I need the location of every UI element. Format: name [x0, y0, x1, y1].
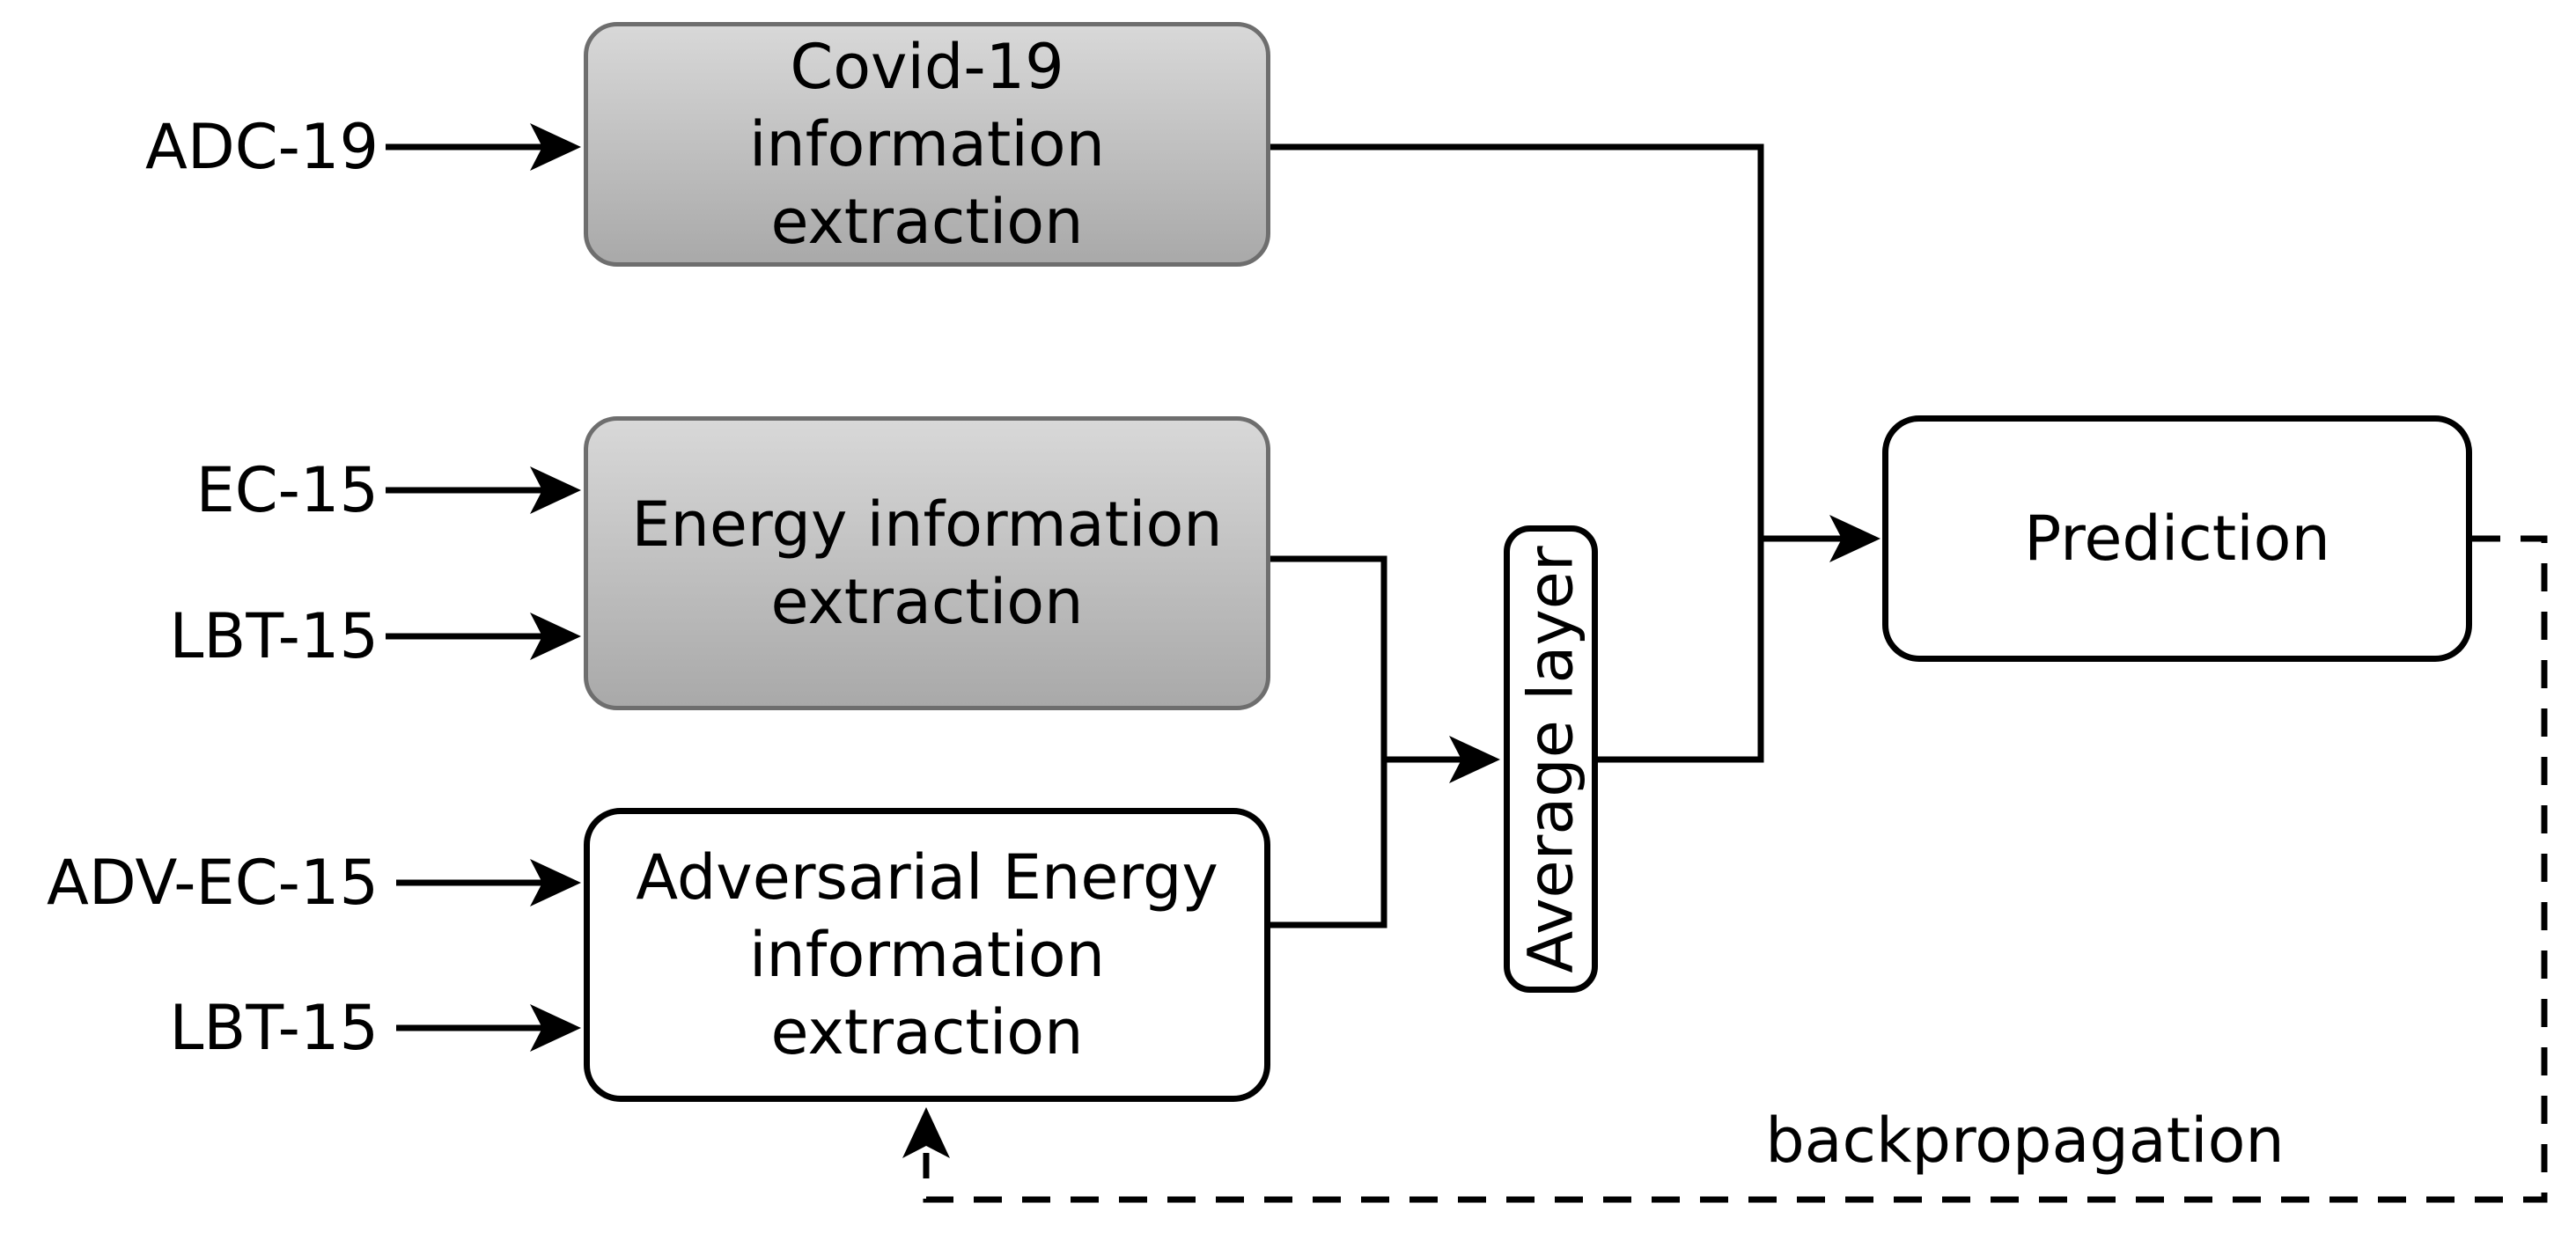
energy-adversarial-merge-line [1270, 555, 1387, 928]
backprop-arrowhead-icon [902, 1107, 950, 1158]
lbt15-top-arrowhead-icon [530, 613, 581, 660]
input-label-lbt15-top: LBT-15 [169, 600, 379, 672]
node-average-layer-label: Average layer [1514, 545, 1587, 973]
node-energy-extraction: Energy information extraction [584, 416, 1270, 710]
node-prediction-label: Prediction [2024, 503, 2330, 575]
node-adversarial-line3: extraction [770, 996, 1084, 1068]
lbt15-bottom-arrowhead-icon [530, 1004, 581, 1052]
covid-to-trunk-line [1270, 143, 1764, 763]
input-label-adc19: ADC-19 [145, 111, 379, 183]
backpropagation-label: backpropagation [1765, 1105, 2285, 1177]
advec15-arrowhead-icon [530, 859, 581, 906]
node-covid-line1: Covid-19 [790, 31, 1064, 103]
input-label-lbt15-bottom: LBT-15 [169, 992, 379, 1064]
node-adversarial-line1: Adversarial Energy [636, 841, 1218, 914]
input-label-advec15: ADV-EC-15 [46, 847, 379, 919]
node-adversarial-line2: information [748, 919, 1105, 991]
node-covid-line3: extraction [770, 186, 1084, 258]
node-energy-line2: extraction [770, 566, 1084, 638]
input-label-ec15: EC-15 [195, 454, 379, 526]
node-adversarial-extraction: Adversarial Energy information extractio… [584, 808, 1270, 1102]
node-energy-line1: Energy information [631, 488, 1223, 561]
node-covid-line2: information [748, 108, 1105, 180]
adc19-arrowhead-icon [530, 123, 581, 171]
ec15-arrowhead-icon [530, 466, 581, 514]
prediction-arrowhead-icon [1829, 515, 1880, 562]
node-average-layer: Average layer [1504, 525, 1598, 993]
node-prediction: Prediction [1882, 415, 2472, 662]
node-covid-extraction: Covid-19 information extraction [584, 22, 1270, 267]
average-arrowhead-icon [1449, 736, 1500, 783]
backprop-dashed-line [923, 535, 2548, 1203]
